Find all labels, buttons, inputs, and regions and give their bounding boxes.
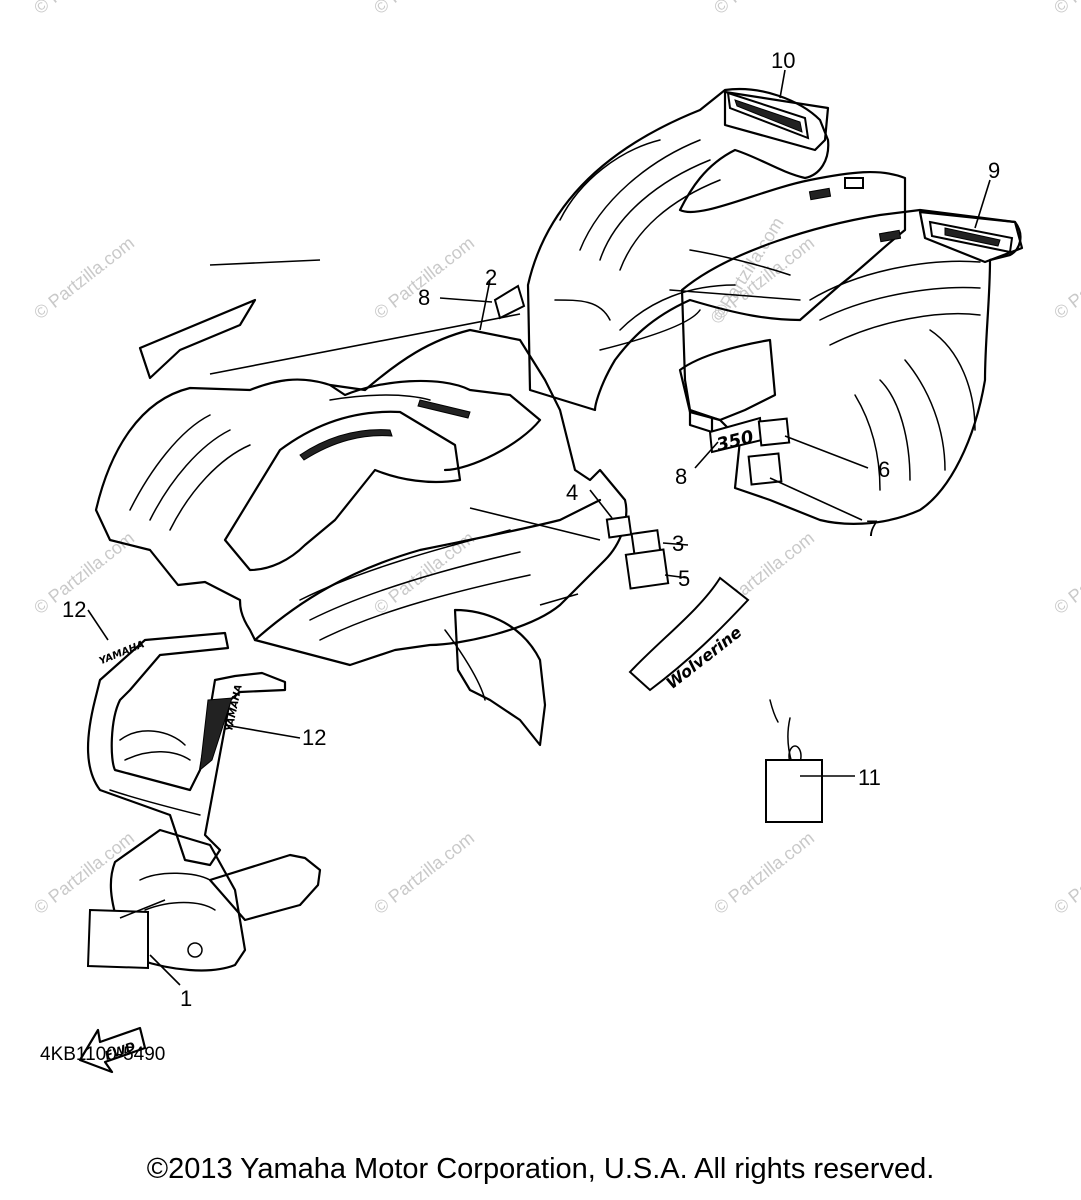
rear-fender-graphic-left	[726, 91, 810, 140]
watermark: © Partzilla.com	[370, 828, 478, 918]
callout-6: 6	[878, 457, 890, 482]
watermark: © Partzilla.com	[1050, 233, 1081, 323]
front-rack: YAMAHA	[87, 631, 287, 867]
callout-7: 7	[866, 516, 878, 541]
watermark: © Partzilla.com	[30, 828, 138, 918]
leader-lines	[87, 69, 991, 986]
rear-warning-label	[747, 452, 783, 486]
callout-3: 3	[672, 531, 684, 556]
warning-label-5	[624, 548, 670, 590]
callout-8b: 8	[675, 464, 687, 489]
front-fender	[94, 298, 628, 747]
front-bumper-decal	[86, 908, 149, 970]
rear-fender: 350	[526, 88, 1024, 525]
watermark: © Partzilla.com	[30, 233, 138, 323]
callout-12: 12	[62, 597, 86, 622]
rear-caution-label	[757, 417, 791, 447]
hang-tag	[765, 699, 823, 823]
yamaha-graphic: YAMAHA	[98, 639, 146, 667]
callout-10: 10	[771, 48, 795, 73]
wolverine-graphic: Wolverine	[628, 576, 750, 693]
watermark: © Partzilla.com	[1050, 828, 1081, 918]
copyright-notice: ©2013 Yamaha Motor Corporation, U.S.A. A…	[146, 1153, 935, 1185]
callout-1: 1	[180, 986, 192, 1011]
watermark-layer: © Partzilla.com © Partzilla.com © Partzi…	[30, 0, 1081, 918]
callouts: 10 9 8 2 4 3 5 6 7 8 12 12 11 1	[62, 48, 1000, 1011]
small-label-8	[493, 284, 526, 320]
diagram-code: 4KB1100-5490	[40, 1044, 166, 1065]
watermark: © Partzilla.com	[370, 0, 478, 18]
callout-8: 8	[418, 285, 430, 310]
emblem-350: 350	[708, 416, 764, 456]
callout-11: 11	[858, 765, 881, 790]
callout-12b: 12	[302, 725, 326, 750]
watermark: © Partzilla.com	[1050, 0, 1081, 18]
callout-9: 9	[988, 158, 1000, 183]
callout-5: 5	[678, 566, 690, 591]
watermark: © Partzilla.com	[710, 0, 818, 18]
rear-fender-graphic-right	[928, 220, 1014, 254]
watermark: © Partzilla.com	[1050, 528, 1081, 618]
watermark: © Partzilla.com	[710, 828, 818, 918]
watermark: © Partzilla.com	[30, 0, 138, 18]
callout-2: 2	[485, 265, 497, 290]
callout-4: 4	[566, 480, 578, 505]
front-bumper	[86, 828, 322, 972]
yamaha-graphic-loose: YAMAHA	[98, 639, 146, 667]
caution-label-4	[605, 515, 633, 539]
